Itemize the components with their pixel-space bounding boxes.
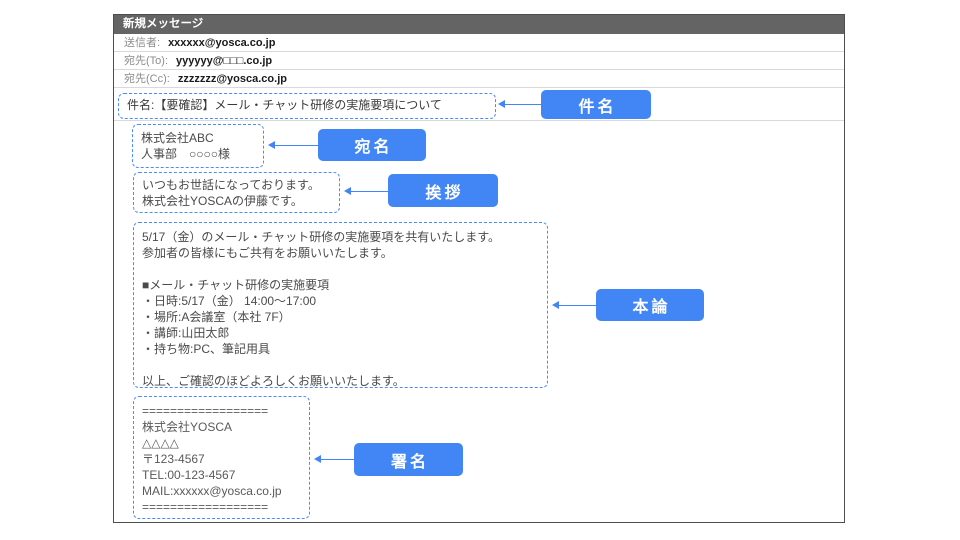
cc-field-value: zzzzzzz@yosca.co.jp [177, 73, 287, 85]
to-field-row: 宛先(To): yyyyyy@□□□.co.jp [114, 52, 844, 70]
main-body-highlight-box: 5/17（金）のメール・チャット研修の実施要項を共有いたします。 参加者の皆様に… [133, 222, 548, 388]
addressee-highlight-box: 株式会社ABC 人事部 ○○○○様 [132, 124, 264, 168]
from-field-row: 送信者: xxxxxx@yosca.co.jp [114, 34, 844, 52]
greeting-callout-label: 挨拶 [388, 174, 498, 207]
signature-callout-label: 署名 [354, 443, 463, 476]
greeting-callout-arrow [344, 187, 388, 195]
subject-callout-arrow [498, 100, 541, 108]
cc-field-row: 宛先(Cc): zzzzzzz@yosca.co.jp [114, 70, 844, 88]
to-field-value: yyyyyy@□□□.co.jp [176, 55, 273, 67]
window-title: 新規メッセージ [123, 18, 204, 30]
addressee-callout-label: 宛名 [318, 129, 426, 161]
email-window: 新規メッセージ 送信者: xxxxxx@yosca.co.jp 宛先(To): … [113, 14, 845, 523]
addressee-callout-arrow [268, 141, 318, 149]
subject-callout-label: 件名 [541, 90, 651, 119]
subject-highlight-box: 件名:【要確認】メール・チャット研修の実施要項について [118, 93, 496, 119]
greeting-highlight-box: いつもお世話になっております。 株式会社YOSCAの伊藤です。 [133, 172, 340, 213]
subject-separator [114, 120, 844, 121]
to-field-label: 宛先(To): [124, 55, 168, 67]
from-field-value: xxxxxx@yosca.co.jp [168, 37, 276, 49]
main-body-callout-arrow [552, 301, 596, 309]
signature-highlight-box: ================== 株式会社YOSCA △△△△ 〒123-4… [133, 396, 310, 519]
from-field-label: 送信者: [124, 37, 161, 49]
signature-callout-arrow [314, 455, 354, 463]
window-titlebar: 新規メッセージ [114, 15, 844, 34]
cc-field-label: 宛先(Cc): [124, 73, 170, 85]
main-body-callout-label: 本論 [596, 289, 704, 321]
